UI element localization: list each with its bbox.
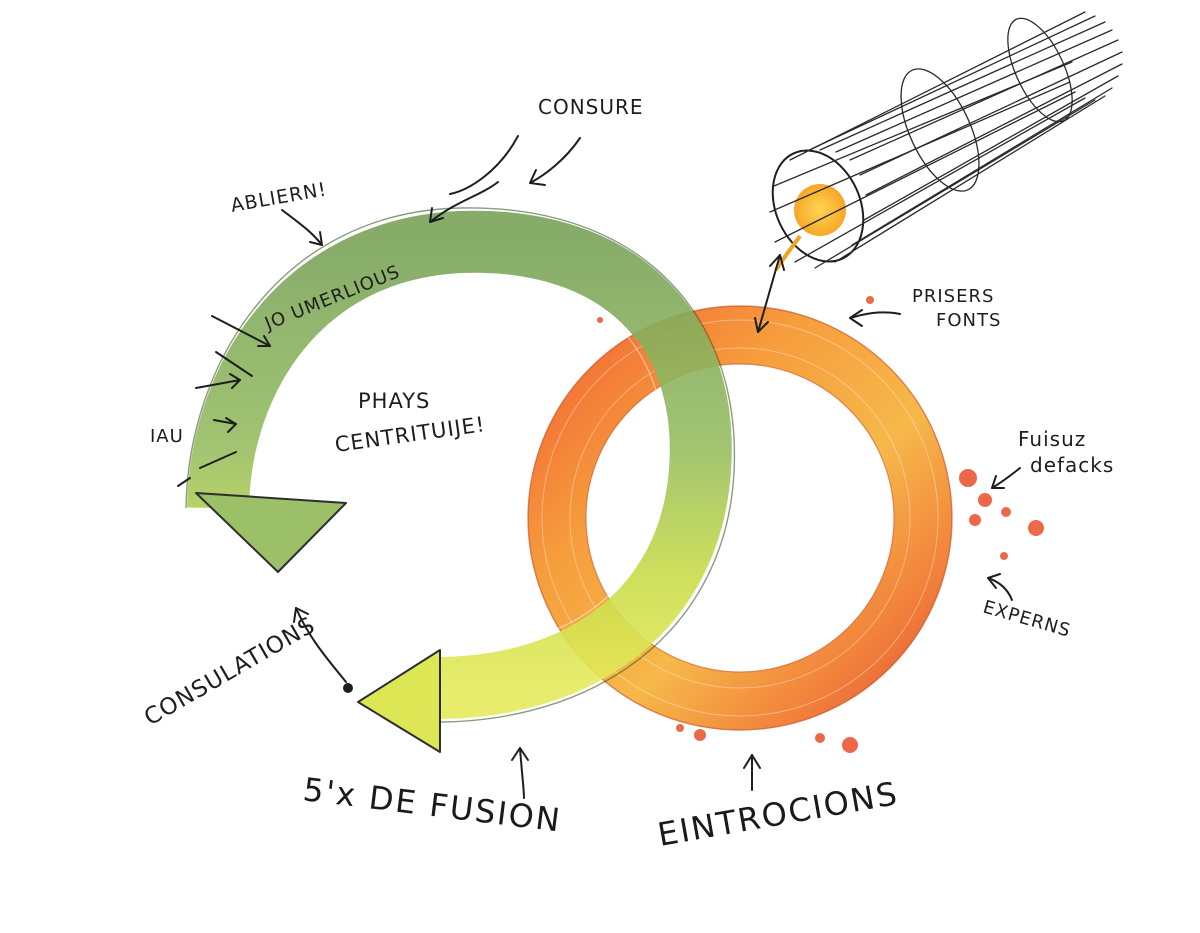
arrowhead-bottom <box>357 649 441 753</box>
label-entrituije: CENTRITUIJE! <box>333 412 486 457</box>
orange-ring <box>527 296 1044 753</box>
curved-arrow-icon <box>185 207 736 753</box>
label-iau: IAU <box>150 426 184 447</box>
label-fuisuz: Fuisuz <box>1018 427 1086 451</box>
label-experns: EXPERNS <box>981 597 1074 642</box>
label-consulations: CONSULATIONS <box>140 612 320 731</box>
label-fusion: 5'x DE FUSION <box>301 770 564 839</box>
label-prisers: PRISERS <box>912 286 994 307</box>
label-consure: CONSURE <box>538 95 644 119</box>
paint-splatter <box>597 296 1044 753</box>
label-defacks: defacks <box>1030 453 1114 477</box>
label-eintrocions: EINTROCIONS <box>655 774 902 854</box>
label-phays: PHAYS <box>358 389 430 413</box>
label-fonts: FONTS <box>936 310 1001 331</box>
annotation-arrows <box>177 135 1021 799</box>
wireframe-tube-icon <box>769 11 1123 272</box>
arrowhead-top <box>195 492 347 573</box>
label-ablern: ABLIERN! <box>229 178 329 217</box>
